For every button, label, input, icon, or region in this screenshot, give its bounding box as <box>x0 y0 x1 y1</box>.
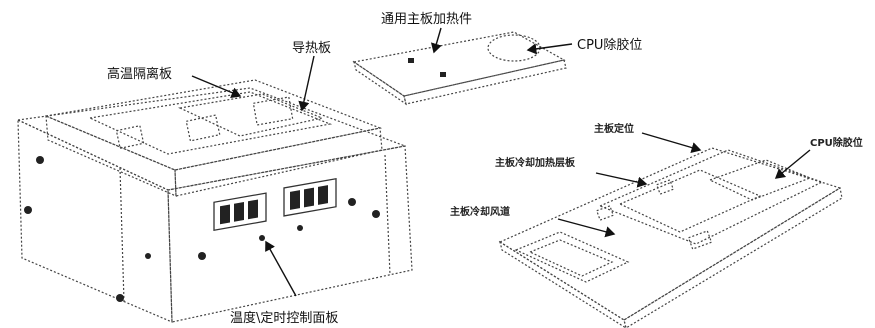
cooling-heating-assembly <box>498 147 843 328</box>
cooling-air-channel <box>514 231 630 283</box>
heating-machine <box>15 79 413 323</box>
temperature-display <box>213 192 267 232</box>
machine-top-face <box>15 87 408 191</box>
mainboard-position <box>598 149 824 245</box>
screw-icon <box>198 252 206 260</box>
label-heat-plate: 导热板 <box>292 41 331 56</box>
label-cooling-channel: 主板冷却风道 <box>450 205 510 218</box>
label-cpu-glue-top: CPU除胶位 <box>577 37 642 53</box>
screw-icon <box>348 198 356 206</box>
screw-icon <box>372 210 380 218</box>
machine-left-face <box>17 119 173 323</box>
cpu-glue-removal-zone <box>487 34 541 62</box>
screw-icon <box>297 225 303 231</box>
label-heater-layer-plate: 主板冷却加热层板 <box>495 156 576 169</box>
screw-icon <box>145 253 151 259</box>
timer-display <box>283 177 337 217</box>
heat-conducting-plate <box>178 93 325 137</box>
label-universal-heater: 通用主板加热件 <box>381 12 472 27</box>
screw-icon <box>259 235 265 241</box>
screw-icon <box>116 294 124 302</box>
label-control-panel: 温度\定时控制面板 <box>230 310 338 326</box>
arrow-icon <box>191 27 811 297</box>
screw-icon <box>24 206 32 214</box>
screw-icon <box>36 156 44 164</box>
label-insulation-plate: 高温隔离板 <box>107 66 172 82</box>
label-mainboard-position: 主板定位 <box>594 122 634 135</box>
label-cpu-glue-right: CPU除胶位 <box>810 136 863 149</box>
insulation-plate <box>87 91 333 155</box>
machine-front-face <box>167 145 413 323</box>
universal-mainboard-heater <box>352 31 567 106</box>
